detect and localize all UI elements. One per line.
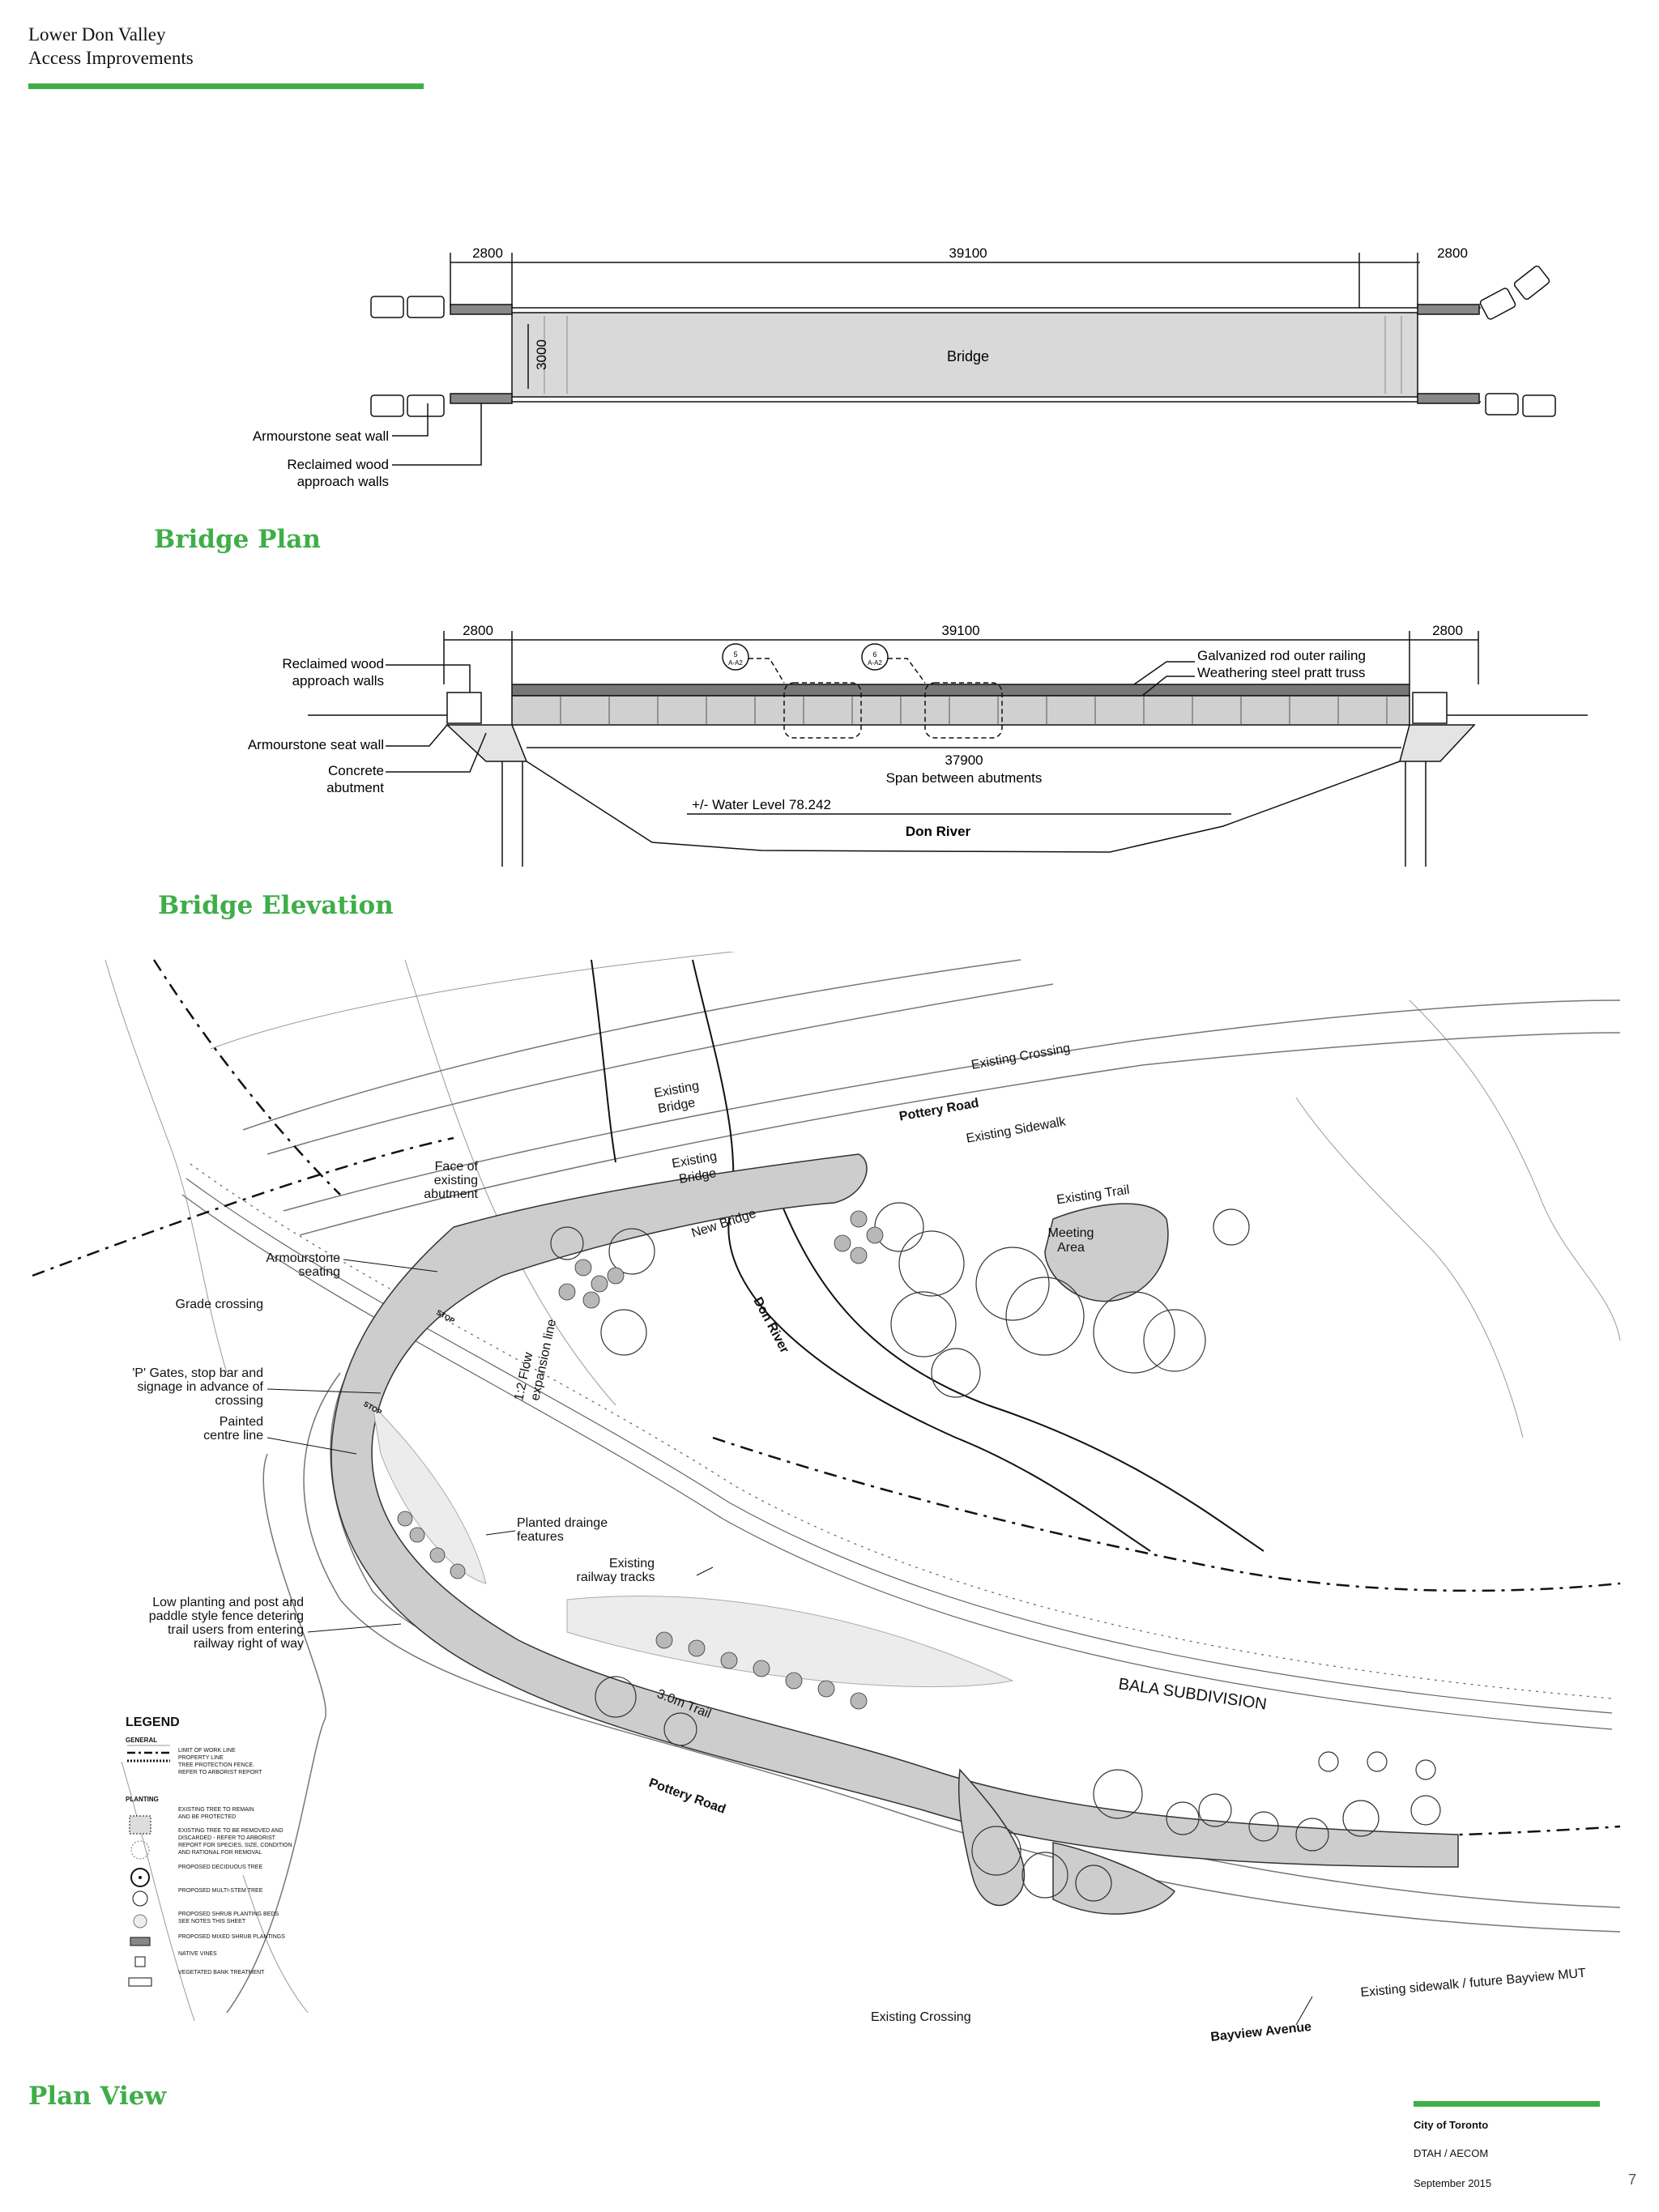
plan-bridge-label: Bridge <box>947 348 989 364</box>
elev-river-label: Don River <box>906 824 971 839</box>
legend-general-item: PROPERTY LINE <box>178 1755 224 1761</box>
label-pottery-road-bottom: Pottery Road <box>647 1776 727 1817</box>
elev-callout-truss: Weathering steel pratt truss <box>1197 665 1366 680</box>
legend: LEGEND GENERAL LIMIT OF WORK LINE PROPER… <box>126 1715 344 1987</box>
legend-planting-item: NATIVE VINES <box>178 1951 217 1957</box>
legend-planting-item: PROPOSED MULTI-STEM TREE <box>178 1888 263 1894</box>
label-drainage-1: Planted drainge <box>517 1516 608 1530</box>
elev-callout-seat-wall: Armourstone seat wall <box>248 737 384 752</box>
trail-path <box>331 1153 1459 1868</box>
section-title-bridge-plan: Bridge Plan <box>154 525 321 554</box>
legend-planting-swatches <box>128 1815 152 1987</box>
detail-ref-2-sheet: A-A2 <box>868 659 882 667</box>
detail-ref-1-sheet: A-A2 <box>728 659 743 667</box>
label-future-mut: Existing sidewalk / future Bayview MUT <box>1360 1967 1587 2000</box>
plan-callout-wood-1: Reclaimed wood <box>287 457 389 472</box>
label-low-planting-3: trail users from entering <box>168 1623 304 1637</box>
plan-callout-wood-2: approach walls <box>297 474 389 489</box>
legend-planting-item: AND RATIONAL FOR REMOVAL <box>178 1850 262 1856</box>
elev-callout-abutment-1: Concrete <box>328 763 384 778</box>
label-don-river: Don River <box>750 1295 791 1356</box>
label-existing-crossing-bottom: Existing Crossing <box>871 2010 971 2024</box>
legend-planting-heading: PLANTING <box>126 1796 159 1803</box>
label-railway-2: railway tracks <box>577 1571 655 1584</box>
label-low-planting-1: Low planting and post and <box>152 1596 304 1609</box>
elev-callout-wood-2: approach walls <box>292 673 384 688</box>
elev-dim-span: 37900 <box>945 752 983 768</box>
label-existing-crossing-top: Existing Crossing <box>970 1042 1072 1072</box>
legend-general-item: TREE PROTECTION FENCE. <box>178 1762 255 1768</box>
label-armourstone-2: seating <box>298 1265 340 1279</box>
legend-planting-item: EXISTING TREE TO REMAIN <box>178 1807 254 1813</box>
document-title-line-2: Access Improvements <box>28 48 194 68</box>
label-meeting-area-2: Area <box>1057 1241 1085 1255</box>
label-face-abutment-2: existing <box>434 1174 478 1187</box>
legend-general-heading: GENERAL <box>126 1737 158 1744</box>
legend-planting-item: PROPOSED DECIDUOUS TREE <box>178 1865 263 1870</box>
footer-rule <box>1414 2101 1600 2107</box>
legend-planting-item: DISCARDED - REFER TO ARBORIST <box>178 1835 275 1841</box>
section-title-bridge-elevation: Bridge Elevation <box>158 891 394 920</box>
label-railway-1: Existing <box>609 1557 655 1571</box>
detail-ref-1-number: 5 <box>733 650 737 658</box>
label-painted-1: Painted <box>220 1415 263 1429</box>
plan-dim-left: 2800 <box>472 245 503 261</box>
label-grade-crossing: Grade crossing <box>176 1298 264 1311</box>
document-title: Lower Don Valley Access Improvements <box>28 23 194 70</box>
meeting-area <box>1044 1203 1169 1302</box>
footer-consultant: DTAH / AECOM <box>1414 2147 1489 2159</box>
label-existing-sidewalk: Existing Sidewalk <box>965 1115 1068 1146</box>
label-gates-3: crossing <box>215 1394 263 1408</box>
label-gates-1: 'P' Gates, stop bar and <box>132 1366 263 1380</box>
section-title-plan-view: Plan View <box>28 2082 167 2111</box>
legend-planting-item: REPORT FOR SPECIES, SIZE, CONDITION <box>178 1843 292 1848</box>
label-face-abutment-1: Face of <box>435 1160 479 1174</box>
elev-callout-railing: Galvanized rod outer railing <box>1197 648 1366 663</box>
label-meeting-area-1: Meeting <box>1048 1226 1094 1240</box>
legend-planting-item: PROPOSED MIXED SHRUB PLANTINGS <box>178 1934 285 1940</box>
elev-dim-center: 39100 <box>941 623 979 638</box>
elev-callout-abutment-2: abutment <box>326 780 384 795</box>
legend-title: LEGEND <box>126 1715 180 1729</box>
document-title-line-1: Lower Don Valley <box>28 24 166 45</box>
legend-planting-item: VEGETATED BANK TREATMENT <box>178 1970 265 1975</box>
footer-client: City of Toronto <box>1414 2119 1489 2131</box>
plan-dim-center: 39100 <box>949 245 987 261</box>
label-bala-subdivision: BALA SUBDIVISION <box>1117 1675 1268 1713</box>
legend-planting-item: SEE NOTES THIS SHEET <box>178 1919 246 1924</box>
header-rule <box>28 83 424 89</box>
label-low-planting-2: paddle style fence detering <box>149 1609 304 1623</box>
plan-view-drawing: Existing Crossing Existing Bridge Potter… <box>32 952 1621 2044</box>
label-face-abutment-3: abutment <box>424 1187 478 1201</box>
plan-dim-width: 3000 <box>534 339 549 370</box>
label-gates-2: signage in advance of <box>137 1380 263 1394</box>
legend-planting-item: PROPOSED SHRUB PLANTING BEDS <box>178 1912 279 1917</box>
detail-ref-2-number: 6 <box>872 650 876 658</box>
bridge-plan-drawing: 2800 39100 2800 3000 Bridge Armourstone … <box>253 245 1556 489</box>
legend-general-item: REFER TO ARBORIST REPORT <box>178 1770 262 1775</box>
bridge-elevation-drawing: 2800 39100 2800 5 A-A2 6 A-A2 Galvanized… <box>248 623 1588 867</box>
plan-callout-seat-wall: Armourstone seat wall <box>253 428 389 444</box>
label-low-planting-4: railway right of way <box>194 1637 304 1651</box>
legend-general-item: LIMIT OF WORK LINE <box>178 1748 236 1754</box>
elev-dim-left: 2800 <box>463 623 493 638</box>
elev-water-level: +/- Water Level 78.242 <box>692 797 831 812</box>
elev-callout-wood-1: Reclaimed wood <box>282 656 384 671</box>
label-pottery-road-top: Pottery Road <box>898 1097 980 1124</box>
footer-date: September 2015 <box>1414 2177 1492 2189</box>
elev-span-label: Span between abutments <box>886 770 1043 786</box>
legend-planting-item: AND BE PROTECTED <box>178 1814 237 1820</box>
plan-dim-right: 2800 <box>1437 245 1468 261</box>
elev-dim-right: 2800 <box>1432 623 1463 638</box>
label-drainage-2: features <box>517 1530 564 1544</box>
label-painted-2: centre line <box>203 1429 263 1443</box>
legend-planting-item: EXISTING TREE TO BE REMOVED AND <box>178 1828 284 1834</box>
label-armourstone-1: Armourstone <box>266 1251 340 1265</box>
legend-general-swatches <box>127 1745 170 1762</box>
page-number: 7 <box>1628 2172 1637 2188</box>
